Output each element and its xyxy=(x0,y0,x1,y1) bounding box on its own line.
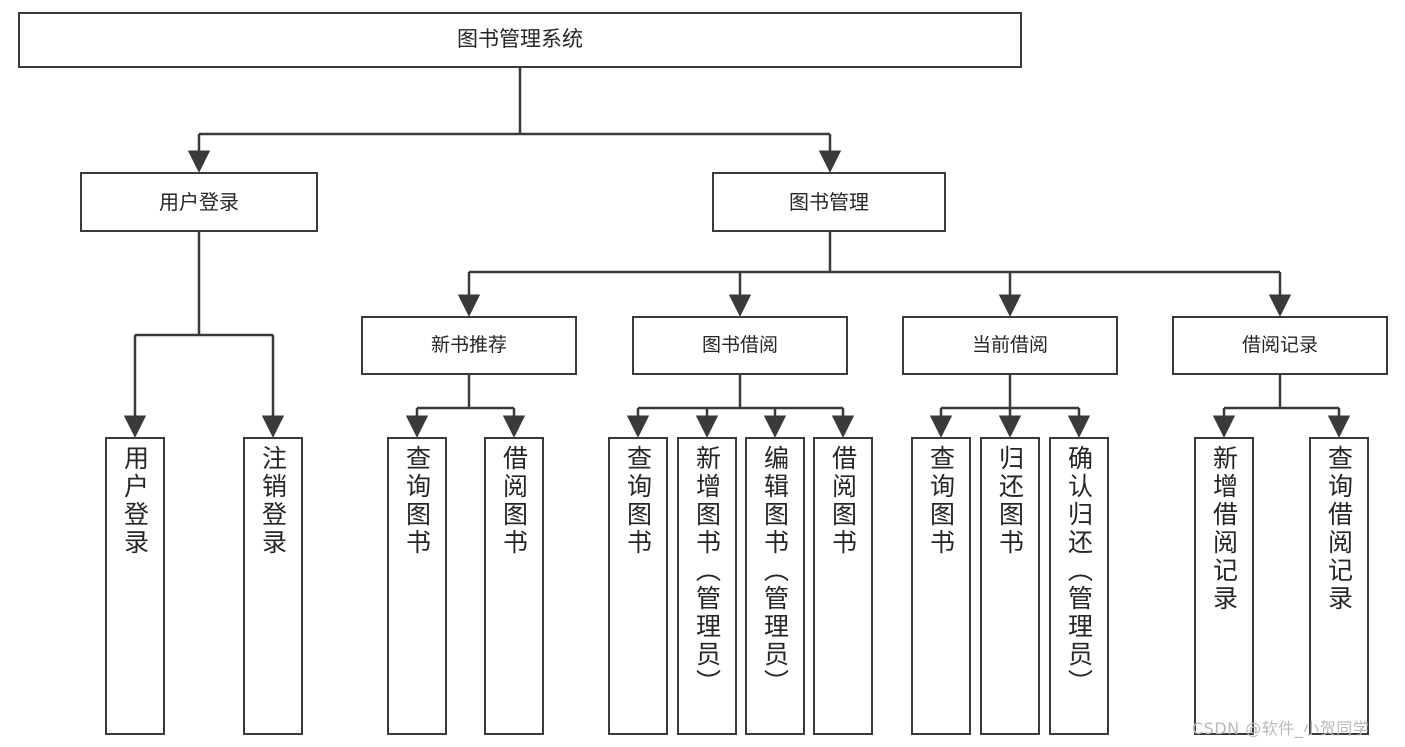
leaf-label: 借阅图书 xyxy=(828,445,858,557)
node-book-manage[interactable]: 图书管理 xyxy=(712,172,946,232)
leaf-label: 注销登录 xyxy=(258,445,288,557)
leaf-book-borrow-add[interactable]: 新增图书（管理员） xyxy=(677,437,737,735)
node-current-borrow-label: 当前借阅 xyxy=(971,333,1048,356)
leaf-book-borrow-borrow[interactable]: 借阅图书 xyxy=(813,437,873,735)
leaf-borrow-record-query[interactable]: 查询借阅记录 xyxy=(1309,437,1369,735)
node-new-book-recommend-label: 新书推荐 xyxy=(430,333,507,356)
leaf-label: 查询图书 xyxy=(623,445,653,557)
leaf-label: 借阅图书 xyxy=(499,445,529,557)
leaf-label: 新增借阅记录 xyxy=(1209,445,1239,613)
leaf-borrow-record-add[interactable]: 新增借阅记录 xyxy=(1194,437,1254,735)
leaf-label: 归还图书 xyxy=(995,445,1025,557)
leaf-new-book-borrow[interactable]: 借阅图书 xyxy=(484,437,544,735)
leaf-label: 查询借阅记录 xyxy=(1324,445,1354,613)
leaf-current-borrow-confirm[interactable]: 确认归还（管理员） xyxy=(1049,437,1109,735)
leaf-label: 新增图书（管理员） xyxy=(692,445,722,697)
leaf-label: 确认归还（管理员） xyxy=(1064,445,1094,697)
node-root[interactable]: 图书管理系统 xyxy=(18,12,1022,68)
leaf-label: 查询图书 xyxy=(402,445,432,557)
node-book-manage-label: 图书管理 xyxy=(789,189,869,214)
watermark: CSDN @软件_小贺同学 xyxy=(1192,719,1370,738)
node-book-borrow[interactable]: 图书借阅 xyxy=(632,316,848,375)
leaf-user-login-logout[interactable]: 注销登录 xyxy=(243,437,303,735)
node-root-label: 图书管理系统 xyxy=(457,27,583,52)
leaf-new-book-query[interactable]: 查询图书 xyxy=(387,437,447,735)
node-user-login-label: 用户登录 xyxy=(159,189,239,214)
node-book-borrow-label: 图书借阅 xyxy=(701,333,778,356)
node-borrow-record-label: 借阅记录 xyxy=(1241,333,1318,356)
leaf-label: 查询图书 xyxy=(926,445,956,557)
leaf-current-borrow-query[interactable]: 查询图书 xyxy=(911,437,971,735)
node-borrow-record[interactable]: 借阅记录 xyxy=(1172,316,1388,375)
leaf-current-borrow-return[interactable]: 归还图书 xyxy=(980,437,1040,735)
leaf-book-borrow-query[interactable]: 查询图书 xyxy=(608,437,668,735)
node-user-login[interactable]: 用户登录 xyxy=(80,172,318,232)
leaf-label: 编辑图书（管理员） xyxy=(760,445,790,697)
leaf-label: 用户登录 xyxy=(120,445,150,557)
node-new-book-recommend[interactable]: 新书推荐 xyxy=(361,316,577,375)
node-current-borrow[interactable]: 当前借阅 xyxy=(902,316,1118,375)
leaf-user-login-login[interactable]: 用户登录 xyxy=(105,437,165,735)
leaf-book-borrow-edit[interactable]: 编辑图书（管理员） xyxy=(745,437,805,735)
